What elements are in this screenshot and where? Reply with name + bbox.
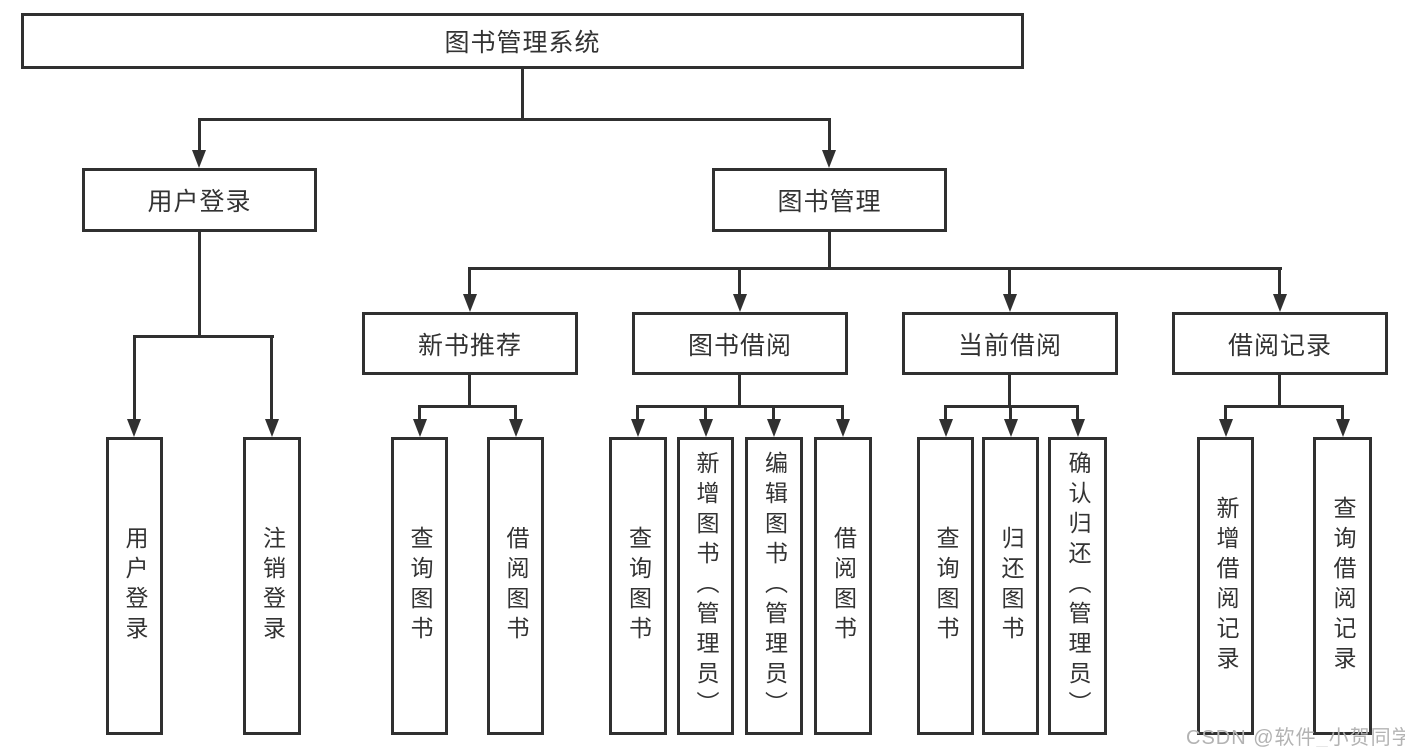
node-label: 查询图书 <box>407 526 433 646</box>
node-label: 图书管理 <box>777 188 882 216</box>
connector-shaft <box>1278 267 1281 295</box>
leaf-query-books-borrowing: 查询图书 <box>609 437 667 735</box>
node-label: 归还图书 <box>998 526 1024 646</box>
node-label: 图书管理系统 <box>444 29 601 57</box>
connector-bar <box>636 405 844 408</box>
arrowhead <box>192 150 206 168</box>
arrowhead <box>939 419 953 437</box>
node-label: 新增借阅记录 <box>1213 496 1239 676</box>
connector-shaft <box>1009 405 1012 420</box>
leaf-query-borrow-record: 查询借阅记录 <box>1313 437 1372 735</box>
connector-shaft <box>636 405 639 420</box>
node-label: 新增图书（管理员） <box>693 451 719 721</box>
node-library-management-system: 图书管理系统 <box>21 13 1024 69</box>
connector-stem <box>1278 375 1281 408</box>
connector-top-bar <box>198 118 831 121</box>
connector-shaft <box>944 405 947 420</box>
node-label: 用户登录 <box>147 188 252 216</box>
arrowhead <box>767 419 781 437</box>
node-label: 确认归还（管理员） <box>1065 451 1091 721</box>
leaf-user-login: 用户登录 <box>106 437 163 735</box>
node-label: 用户登录 <box>122 526 148 646</box>
connector-shaft <box>468 267 471 295</box>
leaf-borrow-books-borrowing: 借阅图书 <box>814 437 872 735</box>
connector-stem <box>1008 375 1011 408</box>
leaf-edit-books-admin: 编辑图书（管理员） <box>745 437 803 735</box>
connector-shaft <box>738 267 741 295</box>
connector-shaft <box>1008 267 1011 295</box>
connector-stem <box>738 375 741 408</box>
connector-shaft <box>133 335 136 420</box>
connector-shaft <box>198 118 201 152</box>
node-label: 当前借阅 <box>957 331 1062 360</box>
arrowhead <box>1003 294 1017 312</box>
connector-book-mgmt-bar <box>468 267 1282 270</box>
arrowhead <box>1273 294 1287 312</box>
connector-book-mgmt-stem <box>828 232 831 270</box>
leaf-add-borrow-record: 新增借阅记录 <box>1197 437 1254 735</box>
node-label: 编辑图书（管理员） <box>761 451 788 721</box>
arrowhead <box>463 294 477 312</box>
leaf-query-books-current: 查询图书 <box>917 437 974 735</box>
connector-shaft <box>1076 405 1079 420</box>
node-label: 查询借阅记录 <box>1330 496 1356 676</box>
csdn-watermark: CSDN @软件_小贺同学 <box>1186 727 1405 747</box>
arrowhead <box>413 419 427 437</box>
connector-bar <box>418 405 517 408</box>
connector-shaft <box>704 405 707 420</box>
connector-shaft <box>1341 405 1344 420</box>
arrowhead <box>265 419 279 437</box>
connector-stem <box>468 375 471 408</box>
connector-shaft <box>514 405 517 420</box>
arrowhead <box>836 419 850 437</box>
node-label: 注销登录 <box>259 526 286 646</box>
arrowhead <box>631 419 645 437</box>
leaf-logout: 注销登录 <box>243 437 301 735</box>
connector-shaft <box>772 405 775 420</box>
node-label: 图书借阅 <box>687 331 792 360</box>
arrowhead <box>1219 419 1233 437</box>
arrowhead <box>1004 419 1018 437</box>
connector-shaft <box>828 118 831 152</box>
node-label: 借阅图书 <box>830 526 857 646</box>
node-new-book-recommendation: 新书推荐 <box>362 312 578 375</box>
node-book-borrowing: 图书借阅 <box>632 312 848 375</box>
node-label: 查询图书 <box>933 526 959 646</box>
node-label: 借阅图书 <box>503 526 529 646</box>
connector-user-login-stem <box>198 232 201 338</box>
arrowhead <box>1336 419 1350 437</box>
connector-shaft <box>418 405 421 420</box>
node-label: 借阅记录 <box>1227 331 1332 360</box>
connector-shaft <box>1224 405 1227 420</box>
node-user-login: 用户登录 <box>82 168 317 232</box>
node-borrowing-records: 借阅记录 <box>1172 312 1388 375</box>
leaf-add-books-admin: 新增图书（管理员） <box>677 437 734 735</box>
connector-shaft <box>270 335 273 420</box>
connector-shaft <box>841 405 844 420</box>
node-label: 查询图书 <box>625 526 652 646</box>
arrowhead <box>1071 419 1085 437</box>
arrowhead <box>127 419 141 437</box>
leaf-query-books-recommend: 查询图书 <box>391 437 448 735</box>
node-label: 新书推荐 <box>417 331 522 360</box>
node-book-management: 图书管理 <box>712 168 947 232</box>
leaf-return-books: 归还图书 <box>982 437 1039 735</box>
leaf-confirm-return-admin: 确认归还（管理员） <box>1048 437 1107 735</box>
leaf-borrow-books-recommend: 借阅图书 <box>487 437 544 735</box>
node-current-borrowing: 当前借阅 <box>902 312 1118 375</box>
arrowhead <box>733 294 747 312</box>
arrowhead <box>509 419 523 437</box>
arrowhead <box>699 419 713 437</box>
arrowhead <box>822 150 836 168</box>
connector-user-login-bar <box>133 335 274 338</box>
connector-root-stem <box>521 69 524 121</box>
connector-bar <box>1224 405 1344 408</box>
